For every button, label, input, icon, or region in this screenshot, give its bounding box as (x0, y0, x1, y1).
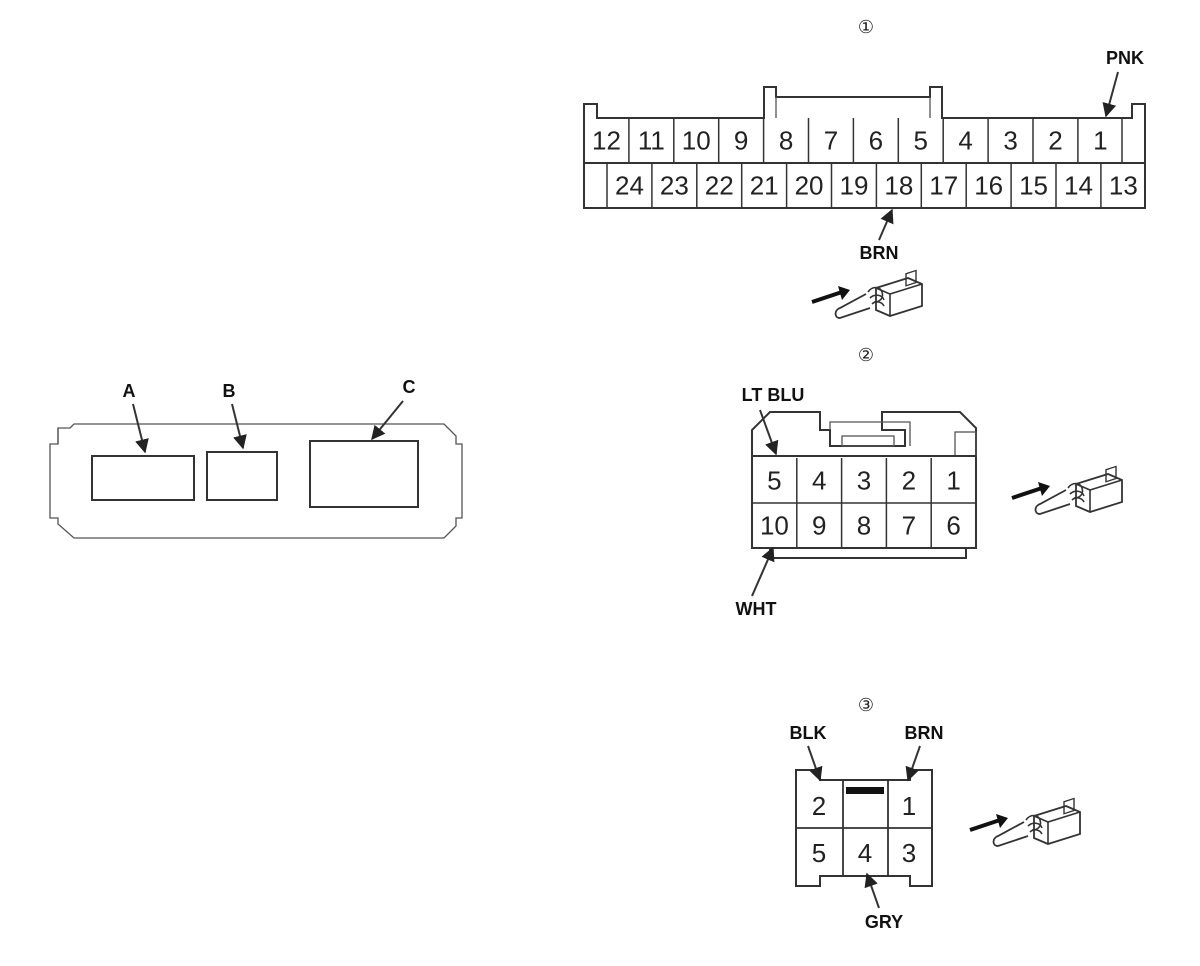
pin-label: 2 (902, 466, 916, 496)
pin-label: 6 (869, 126, 883, 156)
socket-a (91, 455, 195, 501)
pin-label: 9 (812, 511, 826, 541)
pin-label: 11 (638, 126, 665, 156)
wire-label-gry: GRY (865, 912, 903, 932)
label-c: C (403, 377, 416, 397)
pin-label: 9 (734, 126, 748, 156)
wire-label-brn-3: BRN (905, 723, 944, 743)
socket-b (206, 451, 278, 501)
pin-label: 10 (682, 126, 711, 156)
pin-label: 5 (767, 466, 781, 496)
pin-label: 24 (615, 171, 644, 201)
pin-label: 13 (1109, 171, 1138, 201)
label-a: A (123, 381, 136, 401)
connector-1-number: ① (858, 17, 874, 38)
pin-label: 18 (884, 171, 913, 201)
wire-label-wht: WHT (736, 599, 777, 619)
wire-label-blk: BLK (790, 723, 827, 743)
connector-panel: A B C (49, 377, 463, 539)
connector-2-number: ② (858, 345, 874, 366)
pin-label: 3 (857, 466, 871, 496)
pin-label: 19 (839, 171, 868, 201)
pin-label: 7 (824, 126, 838, 156)
pin-label: 7 (902, 511, 916, 541)
pin-label: 1 (946, 466, 960, 496)
pin-label: 23 (660, 171, 689, 201)
connector-3-number: ③ (858, 695, 874, 716)
pin-label: 2 (1048, 126, 1062, 156)
pin-label: 5 (914, 126, 928, 156)
pin-label: 15 (1019, 171, 1048, 201)
probe-icon (1010, 464, 1124, 516)
pin-label: 17 (929, 171, 958, 201)
pin-label: 3 (1003, 126, 1017, 156)
label-b: B (223, 381, 236, 401)
pin-label: 12 (592, 126, 621, 156)
pin-label: 21 (750, 171, 779, 201)
pin-label: 6 (946, 511, 960, 541)
pin-label: 5 (812, 838, 826, 868)
pin-label: 4 (958, 126, 972, 156)
pin-label: 4 (858, 838, 872, 868)
pin-label: 10 (760, 511, 789, 541)
pin-label: 2 (812, 791, 826, 821)
wire-label-pnk: PNK (1106, 48, 1144, 68)
wire-label-lt-blu: LT BLU (742, 385, 805, 405)
probe-icon (968, 796, 1082, 848)
pin-label: 8 (857, 511, 871, 541)
pin-label: 20 (795, 171, 824, 201)
probe-icon (810, 268, 924, 320)
pin-label: 1 (1093, 126, 1107, 156)
pin-label: 1 (902, 791, 916, 821)
pin-label: 16 (974, 171, 1003, 201)
socket-c (309, 440, 419, 508)
wire-label-brn-1: BRN (860, 243, 899, 263)
pin-label: 14 (1064, 171, 1093, 201)
pin-label: 22 (705, 171, 734, 201)
pin-label: 8 (779, 126, 793, 156)
connector-3: ③ 2 1 5 4 3 BLK BRN GRY (790, 695, 1082, 932)
pin-label: 4 (812, 466, 826, 496)
pin-label: 3 (902, 838, 916, 868)
